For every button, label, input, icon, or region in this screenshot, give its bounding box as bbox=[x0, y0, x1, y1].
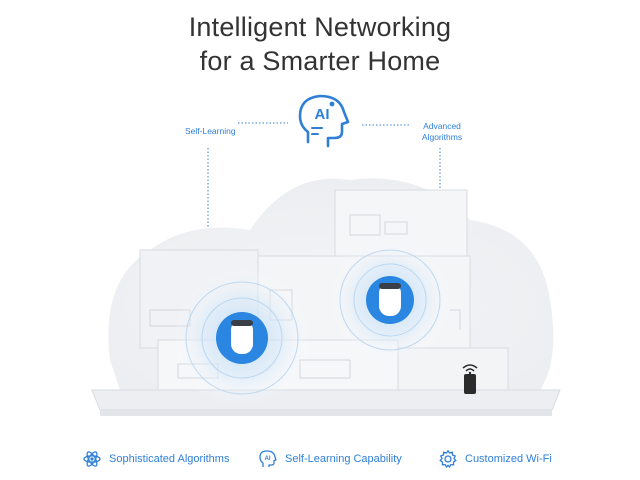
atom-icon bbox=[83, 451, 101, 467]
feature-row: Sophisticated Algorithms AI Self-Learnin… bbox=[0, 446, 640, 472]
gear-icon bbox=[439, 449, 457, 469]
headline-line-1: Intelligent Networking bbox=[188, 12, 452, 42]
mesh-router-1 bbox=[216, 312, 268, 364]
feature-label: Customized Wi-Fi bbox=[465, 453, 552, 465]
callout-right-line-2: Algorithms bbox=[421, 132, 463, 142]
ai-head-icon: AI bbox=[296, 92, 352, 150]
smart-home-illustration bbox=[0, 160, 640, 430]
callout-self-learning: Self-Learning bbox=[185, 126, 236, 136]
callout-advanced-algorithms: Advanced Algorithms bbox=[412, 121, 472, 143]
feature-label: Self-Learning Capability bbox=[285, 453, 402, 465]
svg-text:AI: AI bbox=[265, 456, 271, 462]
feature-self-learning: AI Self-Learning Capability bbox=[258, 446, 402, 472]
feature-sophisticated-algorithms: Sophisticated Algorithms bbox=[82, 446, 229, 472]
callout-right-line-1: Advanced bbox=[423, 121, 461, 131]
headline-line-2: for a Smarter Home bbox=[199, 46, 441, 76]
feature-customized-wifi: Customized Wi-Fi bbox=[438, 446, 552, 472]
phone-wifi-icon bbox=[462, 364, 478, 394]
headline: Intelligent Networking for a Smarter Hom… bbox=[0, 10, 640, 78]
mesh-router-2 bbox=[366, 276, 414, 324]
feature-label: Sophisticated Algorithms bbox=[109, 453, 230, 465]
ai-head-label: AI bbox=[315, 106, 330, 123]
ai-head-icon: AI bbox=[259, 450, 277, 467]
